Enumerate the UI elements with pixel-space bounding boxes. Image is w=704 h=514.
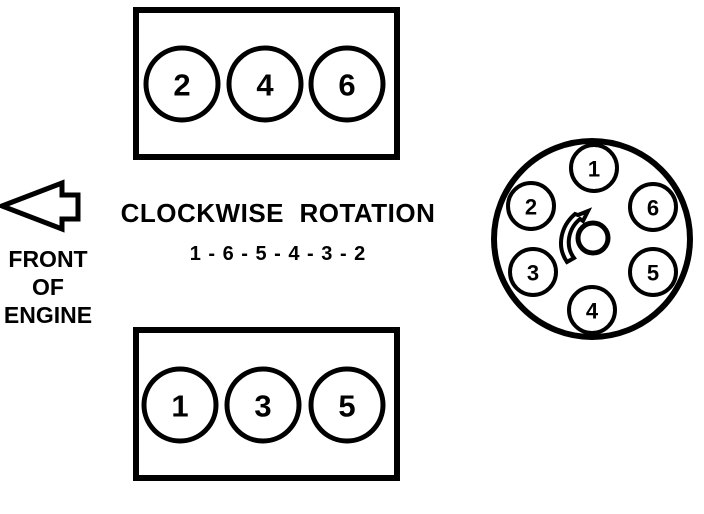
rotation-arrow-icon: [559, 207, 593, 265]
bottom-cylinder-bank: 1 3 5: [133, 327, 400, 481]
bottom-bank-outline: [133, 327, 400, 481]
distributor-terminal-circle-3: [508, 247, 558, 297]
top-cylinder-bank: 2 4 6: [133, 7, 400, 160]
cylinder-circle-5: [308, 366, 386, 444]
front-label-line-2: OF: [32, 274, 64, 300]
cylinder-circle-4: [226, 45, 304, 123]
distributor-cap: 1 6 5 4 3 2: [491, 138, 693, 340]
cylinder-label-4: 4: [256, 68, 274, 103]
distributor-terminal-label-3: 3: [527, 261, 539, 286]
cylinder-label-6: 6: [338, 68, 355, 103]
page-title: CLOCKWISE ROTATION: [120, 198, 436, 228]
front-label-line-3: ENGINE: [3, 302, 93, 328]
cylinder-circle-3: [224, 366, 302, 444]
distributor-terminal-circle-6: [628, 182, 678, 232]
distributor-terminal-circle-4: [567, 285, 617, 335]
left-arrow-icon: [0, 179, 81, 233]
distributor-terminal-label-5: 5: [647, 261, 659, 286]
cylinder-circle-2: [143, 45, 221, 123]
cylinder-label-2: 2: [173, 68, 190, 103]
distributor-terminal-label-6: 6: [647, 196, 659, 221]
cylinder-label-1: 1: [171, 389, 188, 424]
cylinder-circle-1: [141, 366, 219, 444]
distributor-terminal-label-1: 1: [588, 157, 600, 182]
front-label-line-1: FRONT: [8, 246, 88, 272]
rotor-shaft-circle: [575, 220, 611, 256]
distributor-terminal-circle-5: [628, 247, 678, 297]
distributor-terminal-label-4: 4: [586, 299, 599, 324]
firing-order-sequence: 1 - 6 - 5 - 4 - 3 - 2: [189, 243, 367, 265]
distributor-terminal-circle-1: [569, 143, 619, 193]
top-bank-outline: [133, 7, 400, 160]
cylinder-label-3: 3: [254, 389, 271, 424]
cylinder-label-5: 5: [338, 389, 355, 424]
distributor-terminal-label-2: 2: [525, 195, 537, 220]
front-of-engine-label: FRONT OF ENGINE: [0, 245, 96, 329]
clockwise-rotation-arrow: [559, 207, 593, 265]
distributor-terminal-circle-2: [506, 181, 556, 231]
front-of-engine-arrow: [0, 179, 81, 233]
cylinder-circle-6: [308, 45, 386, 123]
